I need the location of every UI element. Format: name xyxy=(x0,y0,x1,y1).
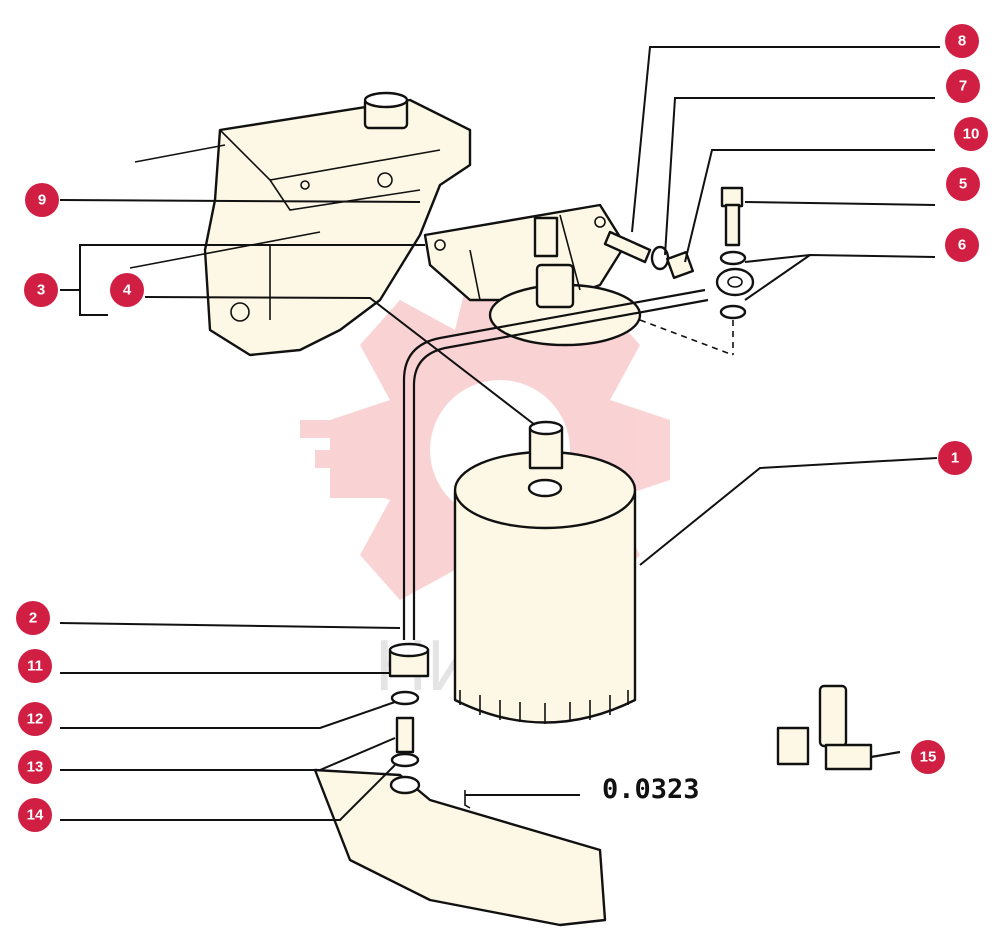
hardware xyxy=(603,186,747,356)
leader-lines xyxy=(59,46,940,821)
oil-pipe xyxy=(402,267,755,640)
engine-block xyxy=(129,91,472,357)
callout-6[interactable]: 6 xyxy=(945,228,979,262)
callout-14[interactable]: 14 xyxy=(18,798,52,832)
sensor-assembly xyxy=(776,684,901,771)
svg-text:3: 3 xyxy=(37,282,45,299)
svg-text:1: 1 xyxy=(951,450,959,467)
callout-5[interactable]: 5 xyxy=(946,167,980,201)
callout-3[interactable]: 3 xyxy=(24,273,58,307)
callout-4[interactable]: 4 xyxy=(110,273,144,307)
callout-15[interactable]: 15 xyxy=(911,740,945,774)
callout-12[interactable]: 12 xyxy=(18,702,52,736)
callout-7[interactable]: 7 xyxy=(946,69,980,103)
filter-bracket xyxy=(423,203,642,347)
svg-text:5: 5 xyxy=(959,176,967,193)
callout-13[interactable]: 13 xyxy=(18,750,52,784)
callout-2[interactable]: 2 xyxy=(16,601,50,635)
svg-text:10: 10 xyxy=(963,126,980,143)
svg-text:9: 9 xyxy=(38,192,46,209)
svg-text:8: 8 xyxy=(958,33,966,50)
drawing-number: 0.0323 xyxy=(602,774,700,805)
callout-9[interactable]: 9 xyxy=(25,183,59,217)
svg-text:12: 12 xyxy=(27,711,44,728)
callout-10[interactable]: 10 xyxy=(954,117,988,151)
svg-text:2: 2 xyxy=(29,610,37,627)
svg-text:4: 4 xyxy=(123,282,132,299)
oil-filter xyxy=(453,420,637,724)
callout-11[interactable]: 11 xyxy=(18,649,52,683)
svg-text:14: 14 xyxy=(27,807,44,824)
svg-text:7: 7 xyxy=(959,78,967,95)
svg-text:6: 6 xyxy=(958,237,966,254)
callout-8[interactable]: 8 xyxy=(945,24,979,58)
svg-text:11: 11 xyxy=(27,658,43,675)
callout-1[interactable]: 1 xyxy=(938,441,972,475)
svg-text:15: 15 xyxy=(920,749,937,766)
svg-text:13: 13 xyxy=(27,759,44,776)
lower-fittings xyxy=(313,642,607,927)
